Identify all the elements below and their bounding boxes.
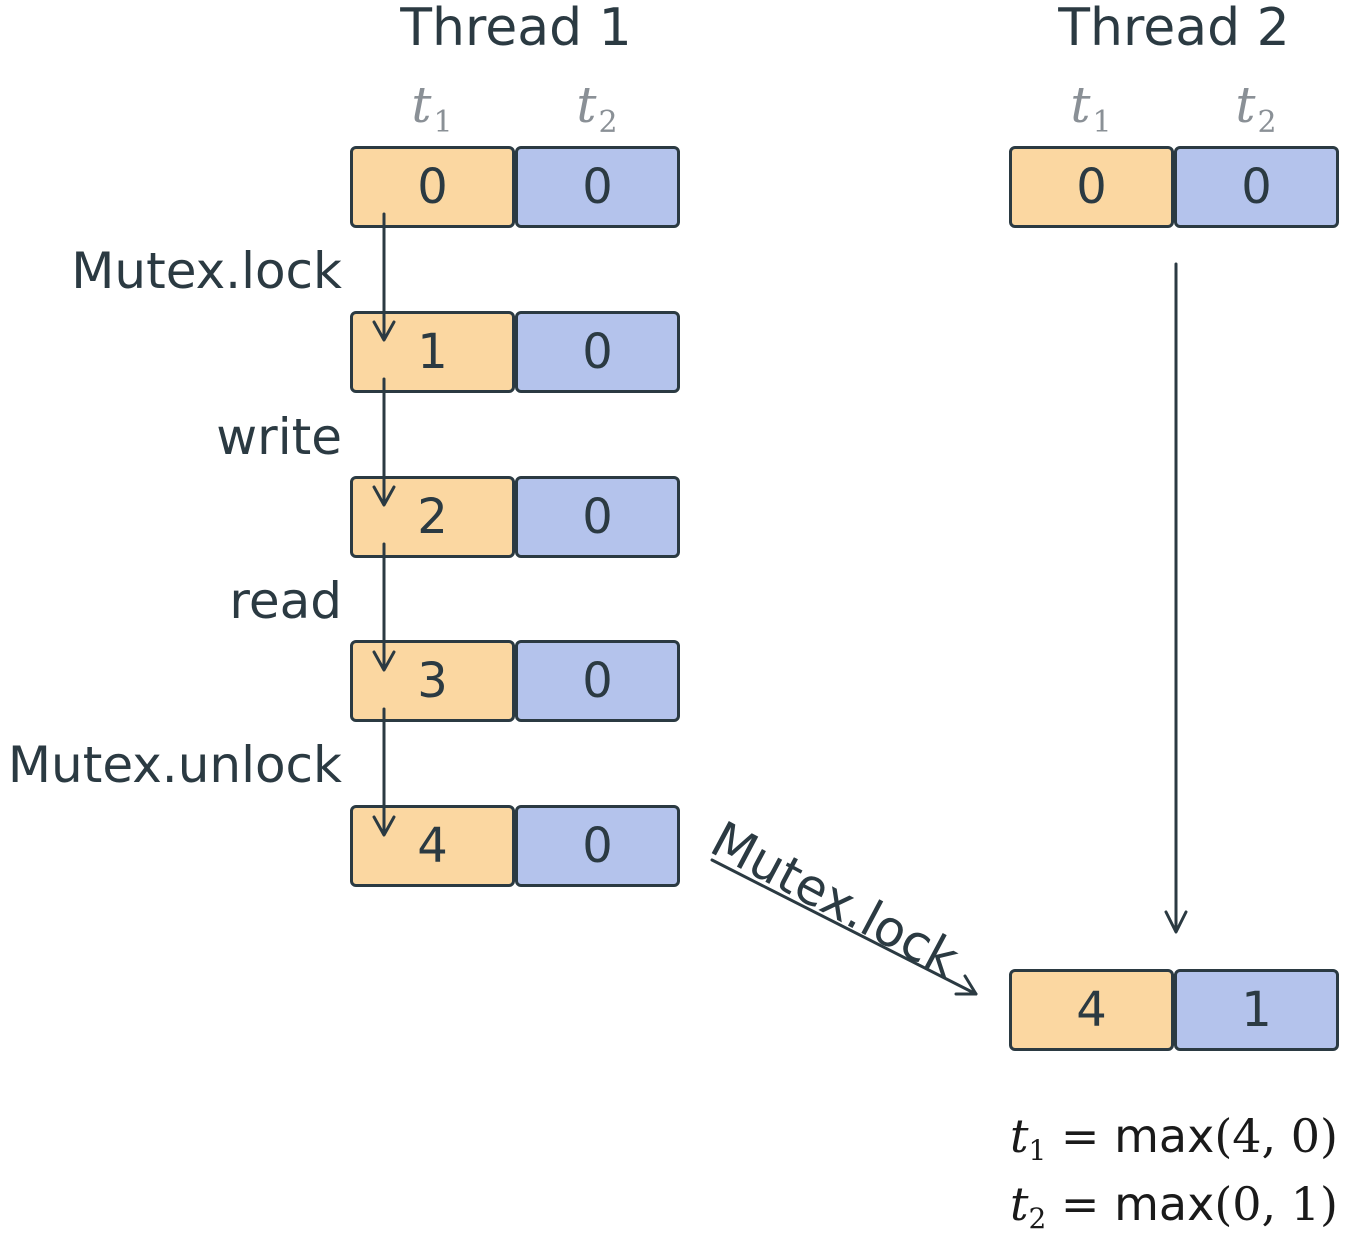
thread-1-state-1-t1: 1 (350, 311, 515, 393)
transition-label-mutex-lock: Mutex.lock (71, 242, 342, 300)
formula-t2: t2 = max(0, 1) (1009, 1177, 1338, 1235)
arrow-thread-2-vertical (1164, 262, 1188, 934)
thread-2-state-0-t1: 0 (1009, 146, 1174, 228)
thread-1-state-0-t2: 0 (515, 146, 680, 228)
thread-1-state-3-t1: 3 (350, 640, 515, 722)
thread-2-state-0-t2: 0 (1174, 146, 1339, 228)
thread-1-state-1-t2: 0 (515, 311, 680, 393)
thread-1-state-0-t1: 0 (350, 146, 515, 228)
thread-2-col-t2-header: t2 (1235, 76, 1277, 140)
thread-1-col-t2-header: t2 (576, 76, 618, 140)
thread-1-title: Thread 1 (400, 0, 632, 58)
thread-2-title: Thread 2 (1058, 0, 1290, 58)
formula-t1: t1 = max(4, 0) (1009, 1109, 1338, 1167)
thread-1-state-4-t1: 4 (350, 805, 515, 887)
thread-2-col-t1-header: t1 (1070, 76, 1112, 140)
thread-1-state-2-t2: 0 (515, 476, 680, 558)
transition-label-mutex-unlock: Mutex.unlock (7, 736, 342, 794)
sync-label-mutex-lock: Mutex.lock (701, 810, 968, 989)
transition-label-write: write (216, 408, 342, 466)
thread-1-col-t1-header: t1 (411, 76, 453, 140)
transition-label-read: read (229, 572, 342, 630)
thread-1-state-3-t2: 0 (515, 640, 680, 722)
thread-2-state-1-t1: 4 (1009, 969, 1174, 1051)
thread-2-state-1-t2: 1 (1174, 969, 1339, 1051)
thread-1-state-4-t2: 0 (515, 805, 680, 887)
thread-1-state-2-t1: 2 (350, 476, 515, 558)
